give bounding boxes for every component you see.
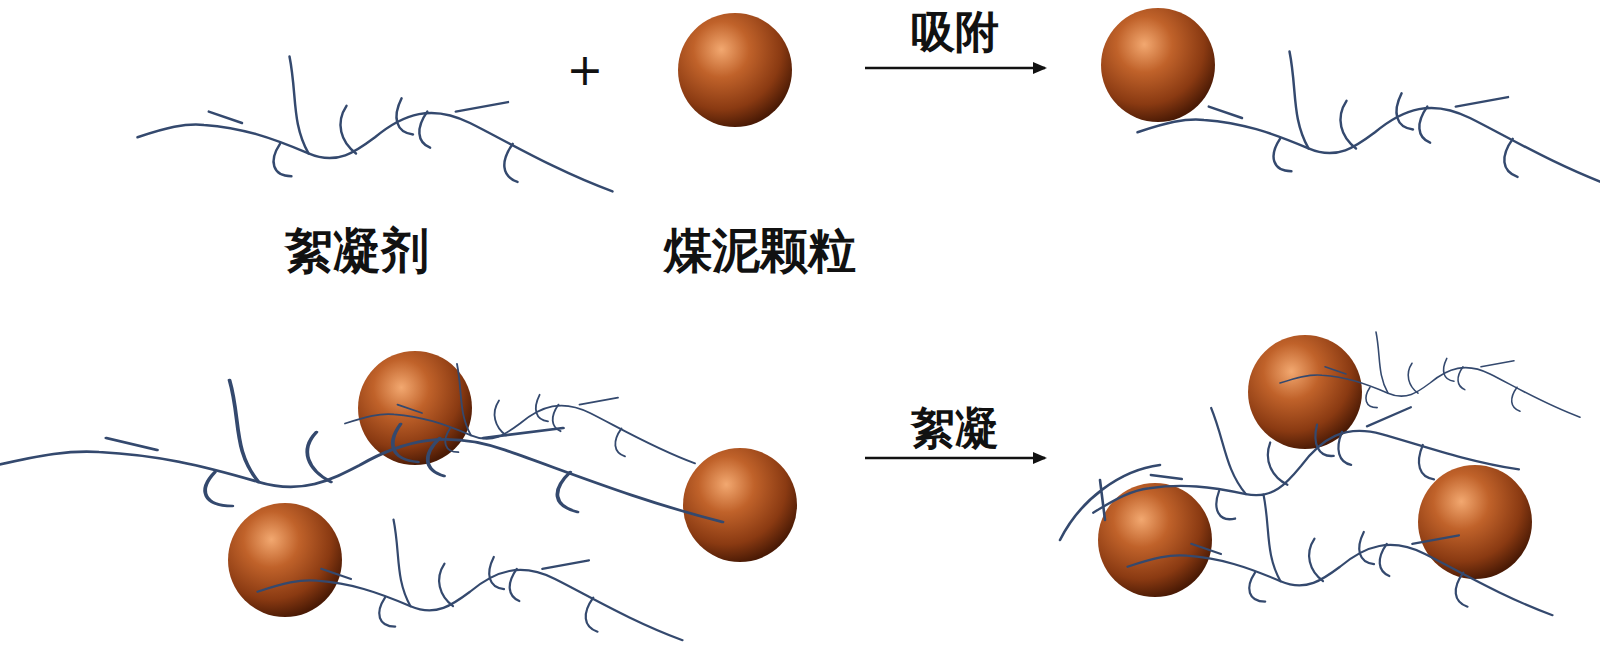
polymer-strand: [1128, 495, 1553, 616]
coal-particle: [1101, 8, 1215, 122]
polymer-strand: [138, 57, 613, 192]
coal-particle: [683, 448, 797, 562]
polymer-strand: [0, 380, 722, 522]
polymer-strand: [345, 364, 695, 463]
plus-sign: +: [567, 46, 604, 94]
process-arrow: [865, 67, 1045, 70]
polymer-strand: [1138, 52, 1600, 187]
arrow-label: 絮凝: [911, 404, 999, 452]
coal-particle: [1418, 465, 1532, 579]
process-arrow: [865, 457, 1045, 460]
polymer-strand: [1280, 332, 1580, 417]
component-label: 絮凝剂: [285, 224, 429, 277]
polymer-strand: [258, 520, 683, 641]
coal-particle: [358, 351, 472, 465]
coal-particle: [228, 503, 342, 617]
coal-particle: [678, 13, 792, 127]
component-label: 煤泥颗粒: [664, 224, 856, 277]
arrow-label: 吸附: [911, 8, 999, 56]
